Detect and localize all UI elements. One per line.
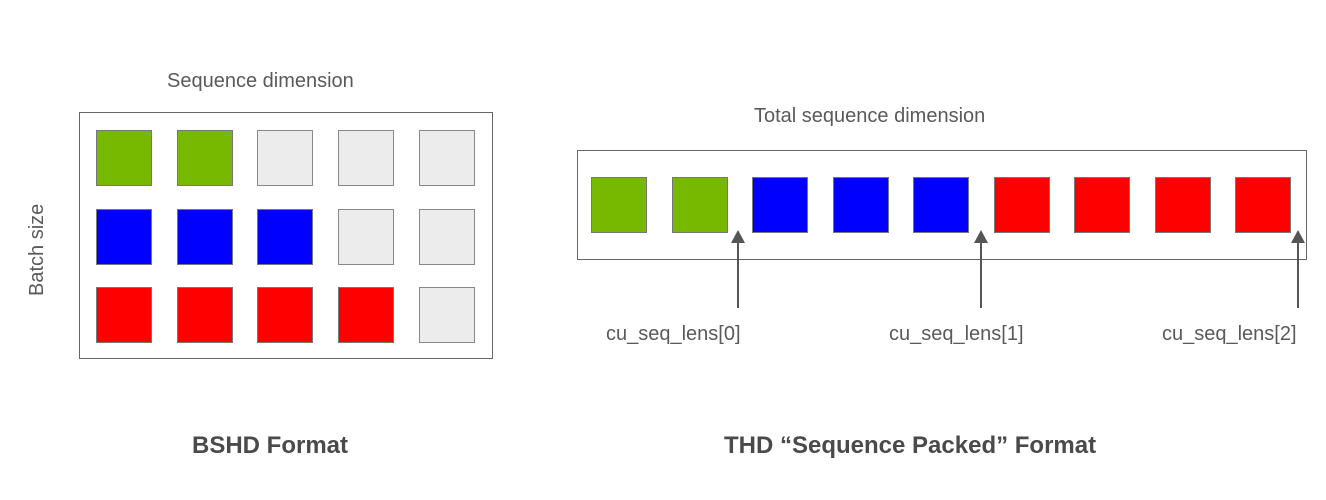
- arrow-1-head: [974, 230, 988, 243]
- bshd-cell-empty: [419, 130, 475, 186]
- thd-cell-red: [994, 177, 1050, 233]
- thd-total-sequence-dimension-label: Total sequence dimension: [754, 105, 986, 127]
- thd-cell-red: [1155, 177, 1211, 233]
- bshd-cell-empty: [338, 209, 394, 265]
- bshd-cell-blue: [96, 209, 152, 265]
- bshd-cell-empty: [419, 209, 475, 265]
- bshd-cell-red: [177, 287, 233, 343]
- bshd-cell-green: [177, 130, 233, 186]
- bshd-cell-empty: [257, 130, 313, 186]
- cu-seq-lens-2-label: cu_seq_lens[2]: [1162, 323, 1297, 345]
- thd-cell-red: [1074, 177, 1130, 233]
- cu-seq-lens-1-label: cu_seq_lens[1]: [889, 323, 1024, 345]
- bshd-cell-red: [96, 287, 152, 343]
- bshd-cell-blue: [257, 209, 313, 265]
- arrow-0-head: [731, 230, 745, 243]
- thd-format-title: THD “Sequence Packed” Format: [724, 432, 1097, 459]
- thd-cell-blue: [913, 177, 969, 233]
- thd-cell-blue: [833, 177, 889, 233]
- bshd-grid-frame: [79, 112, 493, 359]
- thd-cell-green: [591, 177, 647, 233]
- thd-row-frame: [577, 150, 1307, 260]
- bshd-cell-blue: [177, 209, 233, 265]
- bshd-format-title: BSHD Format: [192, 432, 349, 459]
- bshd-cell-red: [338, 287, 394, 343]
- thd-cell-red: [1235, 177, 1291, 233]
- bshd-cell-empty: [338, 130, 394, 186]
- bshd-sequence-dimension-label: Sequence dimension: [167, 70, 354, 92]
- bshd-cell-red: [257, 287, 313, 343]
- cu-seq-lens-0-label: cu_seq_lens[0]: [606, 323, 741, 345]
- bshd-cell-green: [96, 130, 152, 186]
- thd-cell-blue: [752, 177, 808, 233]
- thd-cell-green: [672, 177, 728, 233]
- arrow-2-head: [1291, 230, 1305, 243]
- bshd-cell-empty: [419, 287, 475, 343]
